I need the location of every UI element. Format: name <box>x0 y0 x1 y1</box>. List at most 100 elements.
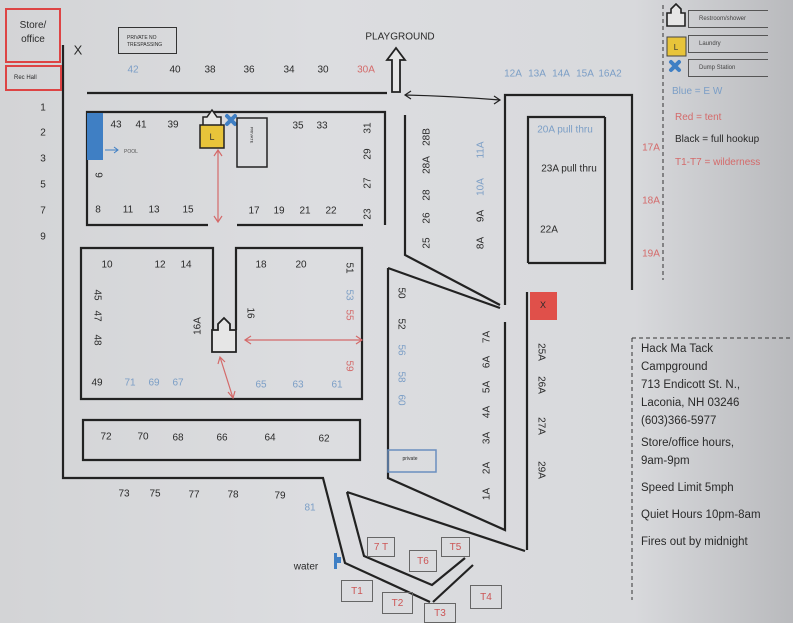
campsite-25: 25 <box>421 237 433 249</box>
campsite-45: 45 <box>91 289 103 301</box>
campsite-73: 73 <box>118 488 130 500</box>
right-block-inner <box>526 115 607 265</box>
tent-site-t1: T1 <box>341 580 373 602</box>
road-south-1 <box>346 490 526 553</box>
campsite-79: 79 <box>274 490 286 502</box>
campsite-43: 43 <box>110 119 122 131</box>
campsite-23: 23 <box>362 208 374 220</box>
restroom-icon <box>202 108 222 125</box>
campsite-22a: 22A <box>540 224 558 236</box>
campsite-66: 66 <box>216 432 228 444</box>
campsite-16a: 16A <box>192 317 204 335</box>
campsite-29a: 29A <box>535 461 547 479</box>
campsite-63: 63 <box>292 379 304 391</box>
access-arrow <box>403 90 502 105</box>
campsite-10: 10 <box>101 259 113 271</box>
red-marker-label: X <box>539 300 547 310</box>
private-building-label: PRIVATE <box>249 126 255 144</box>
private-lot <box>387 449 437 473</box>
road-south-2 <box>345 491 466 587</box>
campsite-3: 3 <box>40 153 46 165</box>
legend-wilderness: T1-T7 = wilderness <box>675 157 761 168</box>
campsite-38: 38 <box>204 64 216 76</box>
campsite-58: 58 <box>395 371 407 383</box>
pool-arrow-icon <box>105 146 119 154</box>
campsite-36: 36 <box>243 64 255 76</box>
campsite-34: 34 <box>283 64 295 76</box>
campsite-22: 22 <box>325 205 337 217</box>
block-2 <box>79 246 364 401</box>
campsite-49: 49 <box>91 377 103 389</box>
private-lot-label: private <box>402 456 418 462</box>
campsite-8a: 8A <box>475 236 487 250</box>
campsite-61: 61 <box>331 379 343 391</box>
campsite-30a: 30A <box>357 64 375 76</box>
campsite-19a: 19A <box>642 248 660 260</box>
playground-arrow-icon <box>385 46 407 93</box>
campsite-72: 72 <box>100 431 112 443</box>
campsite-4a: 4A <box>481 405 493 419</box>
campsite-15a: 15A <box>576 68 594 80</box>
campsite-14a: 14A <box>552 68 570 80</box>
campsite-25a: 25A <box>535 343 547 361</box>
campsite-13: 13 <box>148 204 160 216</box>
campsite-17: 17 <box>248 205 260 217</box>
rec-hall: Rec Hall <box>5 65 62 91</box>
campsite-51: 51 <box>343 262 355 274</box>
campsite-39: 39 <box>167 119 179 131</box>
campsite-77: 77 <box>188 489 200 501</box>
campsite-50: 50 <box>395 287 407 299</box>
campsite-28a: 28A <box>421 156 433 174</box>
campsite-65: 65 <box>255 379 267 391</box>
legend-blue: Blue = E W <box>672 86 723 97</box>
private-no-trespassing-sign: PRIVATE NO TRESPASSING <box>118 27 177 54</box>
campsite-71: 71 <box>124 377 136 389</box>
campsite-7: 7 <box>40 205 46 217</box>
campground-name-1: Hack Ma Tack <box>641 343 714 355</box>
campsite-23a-pull-thru: 23A pull thru <box>541 163 597 175</box>
wedge-2 <box>386 266 507 532</box>
campsite-21: 21 <box>299 205 311 217</box>
campsite-30: 30 <box>317 64 329 76</box>
svg-text:L: L <box>674 43 679 52</box>
campsite-18a: 18A <box>642 195 660 207</box>
campsite-60: 60 <box>395 394 407 406</box>
legend-restroom: Restroom/shower <box>688 10 768 28</box>
campsite-15: 15 <box>182 204 194 216</box>
dump-station-icon <box>225 114 237 126</box>
campsite-56: 56 <box>395 344 407 356</box>
water-icon <box>334 553 341 569</box>
campsite-68: 68 <box>172 432 184 444</box>
pool-label: POOL <box>124 149 138 155</box>
info-divider <box>631 337 793 600</box>
legend-black: Black = full hookup <box>675 134 760 145</box>
campsite-26: 26 <box>421 212 433 224</box>
tent-site-t3: T3 <box>424 603 456 623</box>
tent-site-t4: T4 <box>470 585 502 609</box>
campsite-8: 8 <box>95 204 101 216</box>
campsite-17a: 17A <box>642 142 660 154</box>
x-mark: X <box>73 42 83 58</box>
campsite-5a: 5A <box>481 380 493 394</box>
campsite-19: 19 <box>273 205 285 217</box>
campsite-16a2: 16A2 <box>598 68 622 80</box>
campsite-41: 41 <box>135 119 147 131</box>
private-building <box>236 117 268 168</box>
hours-label: Store/office hours, <box>641 437 735 449</box>
campsite-62: 62 <box>318 433 330 445</box>
campsite-9a: 9A <box>475 209 487 223</box>
red-marker <box>530 292 557 320</box>
campsite-6a: 6A <box>481 355 493 369</box>
restroom-icon <box>211 316 237 353</box>
campsite-5: 5 <box>40 179 46 191</box>
campground-info: Hack Ma Tack Campground 713 Endicott St.… <box>641 340 761 551</box>
walk-arrows <box>213 148 364 400</box>
campsite-53: 53 <box>343 289 355 301</box>
legend-dump-station: Dump Station <box>688 59 768 77</box>
block-3 <box>81 418 362 462</box>
campsite-9: 9 <box>92 172 104 178</box>
address-2: Laconia, NH 03246 <box>641 397 740 409</box>
campsite-75: 75 <box>149 488 161 500</box>
laundry-icon <box>199 124 225 149</box>
store-office-label: Store/ office <box>19 20 47 45</box>
